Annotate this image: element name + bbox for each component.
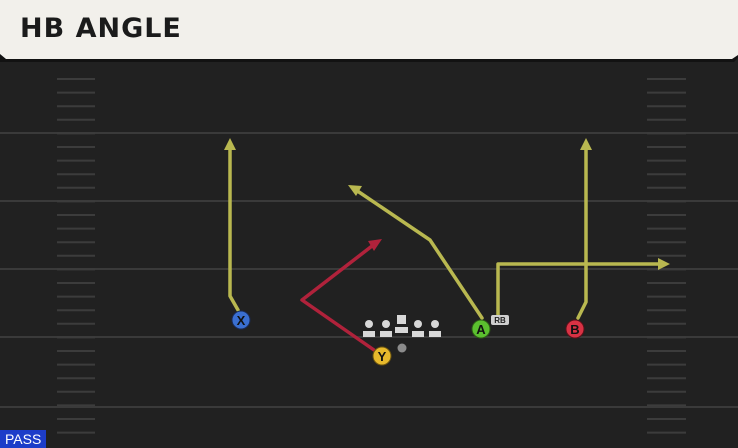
rb-marker: RB (491, 315, 509, 325)
player-x-label: X (237, 313, 246, 328)
route-arrowhead (580, 138, 592, 150)
lineman-icon (429, 320, 441, 337)
route-a-post (354, 188, 484, 320)
player-x[interactable]: X (231, 310, 251, 330)
route-y-angle (300, 244, 376, 352)
play-type-badge: PASS (0, 430, 47, 448)
route-b-go (576, 144, 588, 320)
offensive-line (363, 315, 441, 337)
route-arrowhead (658, 258, 670, 270)
rb-tag: RB (494, 316, 506, 325)
hash-marks-right (647, 78, 686, 434)
player-a-label: A (476, 322, 486, 337)
route-arrowhead (224, 138, 236, 150)
lineman-icon (363, 320, 375, 337)
route-x-go (228, 144, 240, 312)
hash-marks-left (57, 78, 95, 434)
route-arrowhead (368, 239, 382, 251)
player-y-label: Y (378, 349, 387, 364)
quarterback-icon (397, 343, 407, 353)
player-a[interactable]: A (471, 319, 491, 339)
lineman-icon (412, 320, 424, 337)
lineman-icon (380, 320, 392, 337)
header-banner (0, 0, 738, 62)
player-b[interactable]: B (565, 319, 585, 339)
yard-lines (0, 132, 738, 408)
route-rb-angle (496, 262, 662, 320)
route-arrowhead (348, 185, 362, 196)
player-b-label: B (570, 322, 579, 337)
player-y[interactable]: Y (372, 346, 392, 366)
center-icon (395, 315, 408, 333)
